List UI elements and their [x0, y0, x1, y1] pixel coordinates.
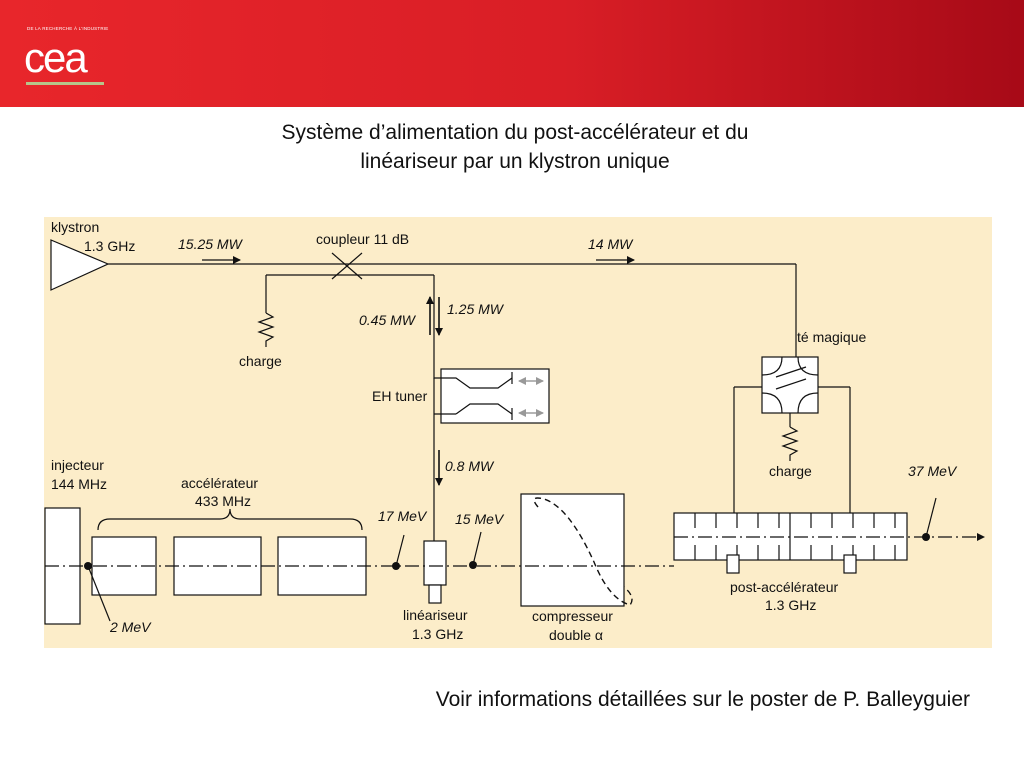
- label-power-0-45: 0.45 MW: [359, 312, 417, 328]
- label-compressor: compresseur: [532, 608, 613, 624]
- label-power-14: 14 MW: [588, 236, 634, 252]
- label-energy-37: 37 MeV: [908, 463, 958, 479]
- marker-15mev: [469, 561, 477, 569]
- logo-text: cea: [24, 34, 88, 81]
- label-energy-17: 17 MeV: [378, 508, 428, 524]
- label-eh-tuner: EH tuner: [372, 388, 428, 404]
- footer-note: Voir informations détaillées sur le post…: [435, 688, 970, 711]
- label-charge-left: charge: [239, 353, 282, 369]
- label-linearizer: linéariseur: [403, 607, 468, 623]
- label-injector-freq: 144 MHz: [51, 476, 107, 492]
- marker-2mev-leader: [87, 565, 111, 622]
- charge-right-resistor: [781, 426, 799, 461]
- label-coupler: coupleur 11 dB: [316, 231, 409, 247]
- eh-tuner-box: [440, 368, 550, 424]
- label-magic-tee: té magique: [797, 329, 866, 345]
- compressor-beam-path: [533, 497, 633, 606]
- marker-37mev-leader: [925, 497, 937, 538]
- magic-tee-box: [761, 356, 819, 414]
- label-klystron-freq: 1.3 GHz: [84, 238, 135, 254]
- post-accelerator-coupler-2: [843, 554, 857, 574]
- magic-tee-arc-2: [797, 356, 819, 376]
- eh-tuner-path-2: [455, 403, 513, 415]
- magic-tee-arc-4: [797, 392, 819, 414]
- marker-2mev: [84, 562, 92, 570]
- marker-17mev: [392, 562, 400, 570]
- label-linearizer-freq: 1.3 GHz: [412, 626, 463, 642]
- logo-underline: [26, 82, 104, 85]
- label-power-0-8: 0.8 MW: [445, 458, 495, 474]
- klystron-symbol: [50, 239, 110, 291]
- slide-title-line-2: linéariseur par un klystron unique: [360, 150, 670, 173]
- cea-logo: cea: [24, 34, 104, 85]
- linearizer-coupler: [428, 584, 442, 604]
- label-post-accelerator: post-accélérateur: [730, 579, 839, 595]
- label-charge-right: charge: [769, 463, 812, 479]
- marker-15mev-leader: [472, 531, 482, 566]
- magic-tee-arc-1: [761, 356, 783, 376]
- header-banner: DE LA RECHERCHE À L'INDUSTRIE cea: [0, 0, 1024, 107]
- label-accelerator: accélérateur: [181, 475, 258, 491]
- diagram-panel: klystron 1.3 GHz 15.25 MW coupleur 11 dB…: [44, 217, 992, 648]
- label-energy-15: 15 MeV: [455, 511, 505, 527]
- label-post-accelerator-freq: 1.3 GHz: [765, 597, 816, 613]
- logo-tagline: DE LA RECHERCHE À L'INDUSTRIE: [27, 26, 109, 31]
- label-power-15-25: 15.25 MW: [178, 236, 244, 252]
- linearizer-body: [423, 540, 447, 586]
- rf-system-diagram: klystron 1.3 GHz 15.25 MW coupleur 11 dB…: [44, 219, 985, 643]
- label-compressor-sub: double α: [549, 627, 603, 643]
- marker-37mev: [922, 533, 930, 541]
- magic-tee-mark-2: [775, 378, 807, 390]
- label-injector: injecteur: [51, 457, 104, 473]
- label-energy-2: 2 MeV: [109, 619, 152, 635]
- post-accelerator-coupler-1: [726, 554, 740, 574]
- label-accelerator-freq: 433 MHz: [195, 493, 251, 509]
- compressor-box: [520, 493, 625, 607]
- magic-tee-mark-1: [775, 366, 807, 378]
- accelerator-brace: [97, 508, 363, 531]
- label-klystron: klystron: [51, 219, 99, 235]
- marker-17mev-leader: [395, 534, 405, 567]
- magic-tee-arc-3: [761, 392, 783, 414]
- label-power-1-25: 1.25 MW: [447, 301, 505, 317]
- charge-left-resistor: [257, 312, 275, 347]
- slide-title: Système d’alimentation du post-accélérat…: [180, 118, 850, 176]
- eh-tuner-path-1: [433, 370, 513, 389]
- slide-title-line-1: Système d’alimentation du post-accélérat…: [281, 121, 749, 144]
